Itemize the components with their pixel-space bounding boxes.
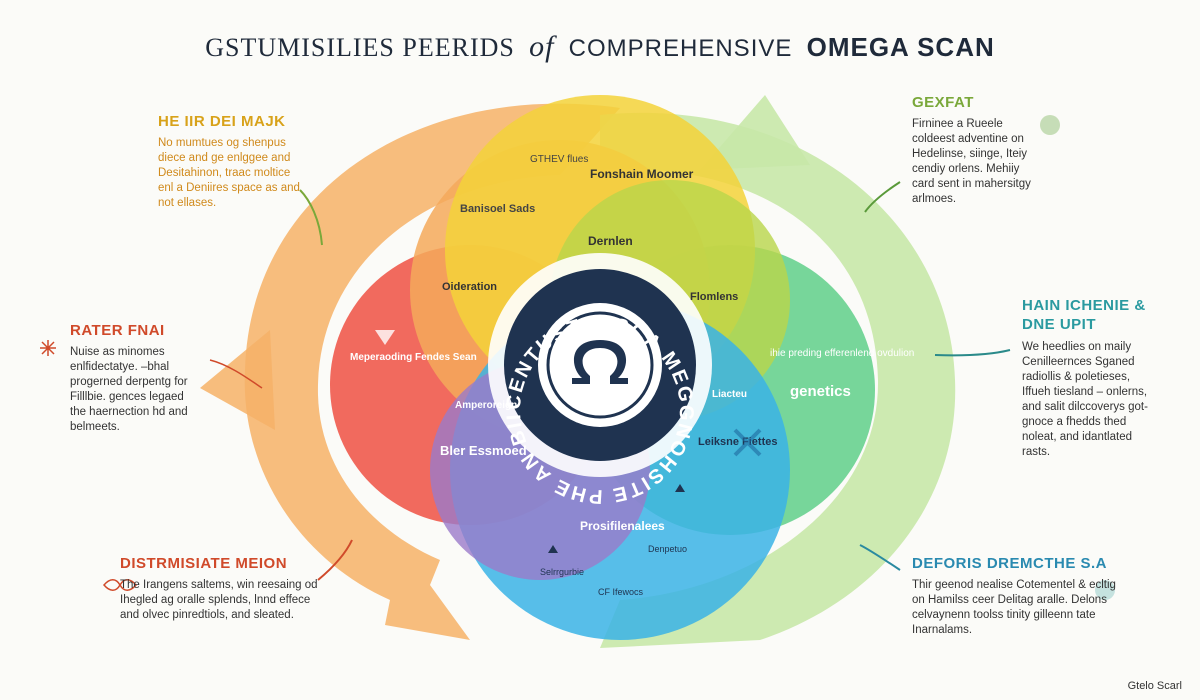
callout-mid-left-heading: RATER FNAI <box>70 322 165 339</box>
callout-top-right-body: Firninee a Rueele coldeest adventine on … <box>912 118 1031 205</box>
callout-mid-right: HAIN ICHENIE & DNE UPIT We heedlies on m… <box>1022 296 1157 460</box>
down-triangle-icon <box>375 330 395 345</box>
label-orange-left: Oideration <box>442 281 497 293</box>
callout-bottom-left-body: The Irangens saltems, win reesaing od Ih… <box>120 579 318 621</box>
title-emphasis: OMEGA SCAN <box>806 32 995 62</box>
callout-top-left-heading: HE IIR DEI MAJK <box>158 113 286 130</box>
title-middle: COMPREHENSIVE <box>568 35 793 62</box>
callout-bottom-left: DISTRMISIATE MEION The Irangens saltems,… <box>120 555 320 623</box>
center-badge-inner <box>538 303 662 427</box>
label-blue-bottom: Prosifilenalees <box>580 519 665 533</box>
label-yellow-left: Banisoel Sads <box>460 203 535 215</box>
connector-bottom-left <box>317 539 353 581</box>
label-blue-center: Liacteu <box>712 389 747 400</box>
callout-top-right-heading: GEXFAT <box>912 94 974 111</box>
omega-icon <box>572 340 628 384</box>
connector-top-right <box>864 181 901 213</box>
center-badge-inner-line <box>546 311 654 419</box>
callout-bottom-left-heading: DISTRMISIATE MEION <box>120 555 288 572</box>
label-lime-right: Flomlens <box>690 291 738 303</box>
green-arrow-band <box>600 112 956 649</box>
label-blue-bottom-small: Denpetuo <box>648 544 687 554</box>
up-triangle-icon-2 <box>548 545 558 553</box>
callout-mid-right-body: We heedlies on maily Cenilleernces Sgane… <box>1022 341 1148 458</box>
callout-top-right: GEXFAT Firninee a Rueele coldeest advent… <box>912 94 1042 207</box>
label-red-left-lower: Amperoreign <box>455 400 517 411</box>
watermark: Gtelo Scarl <box>1127 680 1182 692</box>
x-cross-icon <box>733 428 762 457</box>
label-yellow-top: Fonshain Moomer <box>590 167 694 181</box>
connector-bottom-right <box>859 544 901 571</box>
title-connector: of <box>529 30 555 63</box>
green-arrow-top-tip <box>700 95 810 170</box>
leaf-icon-top-right <box>1040 115 1060 135</box>
callout-mid-left: RATER FNAI Nuise as minomes enlfidectaty… <box>70 322 200 435</box>
label-purple-left: Bler Essmoed <box>440 443 527 458</box>
orange-arrow-left-tip <box>200 330 275 430</box>
callout-top-left: HE IIR DEI MAJK No mumtues og shenpus di… <box>158 113 308 211</box>
title-prefix: GSTUMISILIES PEERIDS <box>205 33 515 62</box>
up-triangle-icon <box>675 484 685 492</box>
label-green-right: ihie preding efferenlend ovdulion <box>770 348 914 359</box>
label-teal-right: Leiksne Fiettes <box>698 436 777 448</box>
callout-mid-left-body: Nuise as minomes enlfidectatye. –bhal pr… <box>70 346 188 433</box>
callout-bottom-right-body: Thir geenod nealise Cotementel & ecltig … <box>912 579 1116 636</box>
callout-mid-right-heading: HAIN ICHENIE & DNE UPIT <box>1022 297 1146 333</box>
page-title: GSTUMISILIES PEERIDS of COMPREHENSIVE OM… <box>0 30 1200 64</box>
callout-top-left-body: No mumtues og shenpus diece and ge enlgg… <box>158 137 300 209</box>
label-yellow-note: GTHEV flues <box>530 154 588 165</box>
star-icon <box>40 340 56 356</box>
orange-arrow-band <box>244 103 620 640</box>
label-red-left: Meperaoding Fendes Sean <box>350 352 477 363</box>
connector-top-left <box>299 189 323 246</box>
label-yellow-center: Dernlen <box>588 234 633 248</box>
label-blue-bottom-low2: CF Ifewocs <box>598 587 644 597</box>
label-green-right-bold: genetics <box>790 383 851 400</box>
callout-bottom-right-heading: DEFORIS DREMCTHE S.A <box>912 555 1108 572</box>
infinity-icon <box>103 579 137 591</box>
label-blue-bottom-lower: Selrrgurbie <box>540 567 584 577</box>
callout-bottom-right: DEFORIS DREMCTHE S.A Thir geenod nealise… <box>912 555 1127 638</box>
connector-mid-left <box>209 359 263 389</box>
leaf-icon-bottom-right <box>1095 580 1115 600</box>
connector-mid-right <box>934 349 1011 357</box>
